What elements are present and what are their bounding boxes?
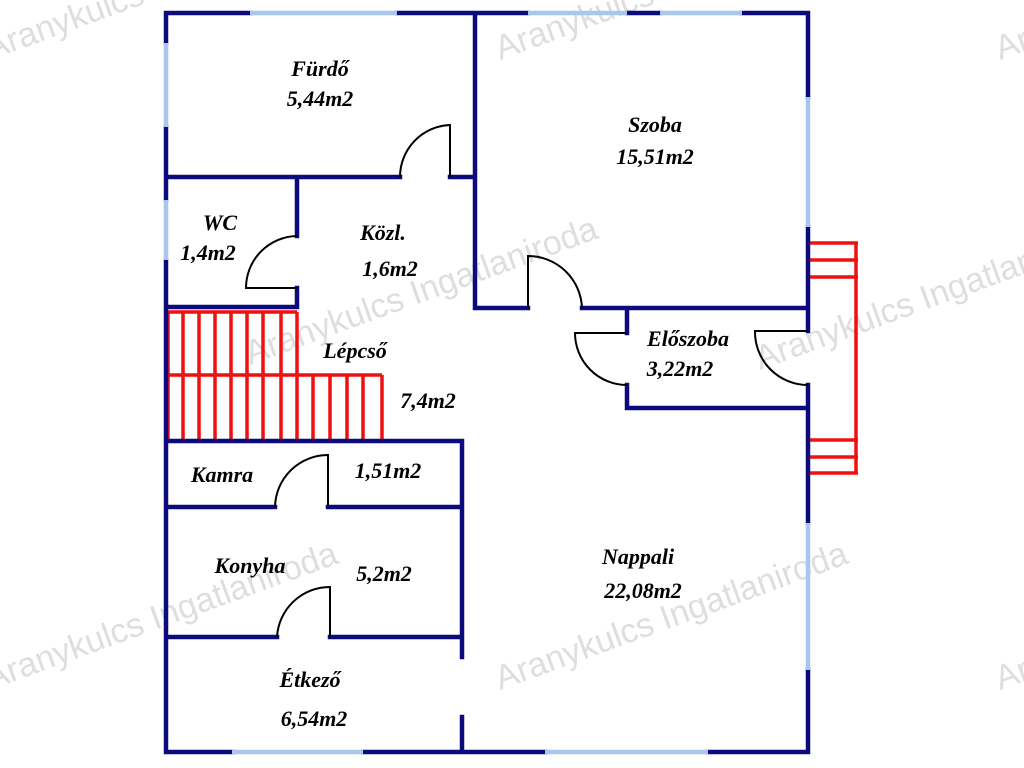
room-area-kamra: 1,51m2 bbox=[355, 458, 422, 483]
door-szoba bbox=[527, 254, 583, 309]
door-kamra bbox=[274, 453, 329, 508]
room-name-konyha: Konyha bbox=[214, 553, 286, 578]
room-area-eloszoba: 3,22m2 bbox=[646, 356, 714, 381]
room-area-nappali: 22,08m2 bbox=[603, 578, 682, 603]
watermark: Aranykulcs Ingatlaniroda bbox=[490, 0, 853, 68]
room-area-furdo: 5,44m2 bbox=[287, 86, 354, 111]
exterior-steps bbox=[810, 241, 858, 475]
door-eloszoba-inner bbox=[573, 332, 628, 386]
door-entrance bbox=[753, 330, 809, 386]
room-name-eloszoba: Előszoba bbox=[646, 326, 729, 351]
room-area-konyha: 5,2m2 bbox=[356, 561, 412, 586]
watermarks: Aranykulcs Ingatlaniroda Aranykulcs Inga… bbox=[0, 0, 1024, 698]
doors bbox=[244, 123, 809, 638]
room-name-szoba: Szoba bbox=[628, 112, 682, 137]
room-name-wc: WC bbox=[203, 210, 238, 235]
room-area-szoba: 15,51m2 bbox=[616, 144, 694, 169]
watermark: Aranykulcs Ingatlaniroda bbox=[990, 534, 1024, 697]
room-name-lepcso: Lépcső bbox=[322, 338, 389, 363]
room-name-furdo: Fürdő bbox=[290, 56, 350, 81]
room-labels: Fürdő 5,44m2 Szoba 15,51m2 WC 1,4m2 Közl… bbox=[180, 56, 729, 731]
watermark: Aranykulcs Ingatlaniroda bbox=[750, 214, 1024, 377]
door-furdo bbox=[399, 123, 451, 178]
room-area-kozl: 1,6m2 bbox=[362, 256, 418, 281]
room-area-etkezo: 6,54m2 bbox=[281, 706, 348, 731]
windows bbox=[163, 10, 811, 755]
watermark: Aranykulcs Ingatlaniroda bbox=[240, 209, 603, 372]
room-area-wc: 1,4m2 bbox=[180, 240, 236, 265]
room-name-etkezo: Étkező bbox=[278, 667, 342, 692]
room-name-kozl: Közl. bbox=[359, 220, 406, 245]
door-konyha bbox=[276, 585, 331, 638]
room-name-kamra: Kamra bbox=[190, 462, 253, 487]
door-wc bbox=[244, 235, 298, 289]
watermark: Aranykulcs Ingatlaniroda bbox=[990, 0, 1024, 68]
room-area-lepcso: 7,4m2 bbox=[400, 388, 456, 413]
walls bbox=[163, 10, 811, 755]
room-name-nappali: Nappali bbox=[601, 544, 675, 569]
